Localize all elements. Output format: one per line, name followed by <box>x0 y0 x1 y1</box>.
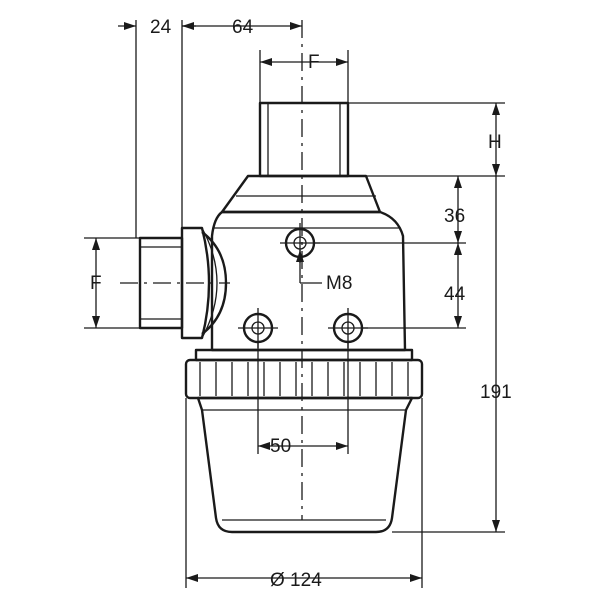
dim-top-port-thread: F <box>308 52 320 73</box>
dim-bolt-thread: M8 <box>326 273 352 294</box>
bowl-ring-nut <box>184 358 424 400</box>
center-lines <box>120 20 303 520</box>
top-outlet-pipe <box>258 101 350 178</box>
dim-side-port-thread: F <box>90 273 102 294</box>
housing-cap <box>220 174 382 214</box>
dim-half-width: 64 <box>232 17 254 38</box>
bowl-flange <box>194 348 414 362</box>
dim-lower-bolt-spacing: 44 <box>444 284 466 305</box>
dim-offset-width: 24 <box>150 17 172 38</box>
ring-nut-grips <box>199 362 409 396</box>
dim-bolt-center-distance: 50 <box>270 436 291 457</box>
dimension-labels: 24 64 F F H 36 44 M8 50 191 Ø 124 <box>90 17 512 591</box>
filter-body-outline <box>138 101 424 534</box>
filter-bowl <box>196 396 414 534</box>
dim-upper-bolt-spacing: 36 <box>444 206 465 227</box>
dim-total-height: 191 <box>480 382 512 403</box>
dimension-lines <box>84 20 505 588</box>
dim-top-port-height: H <box>488 132 502 153</box>
dim-body-diameter: Ø 124 <box>270 570 322 591</box>
